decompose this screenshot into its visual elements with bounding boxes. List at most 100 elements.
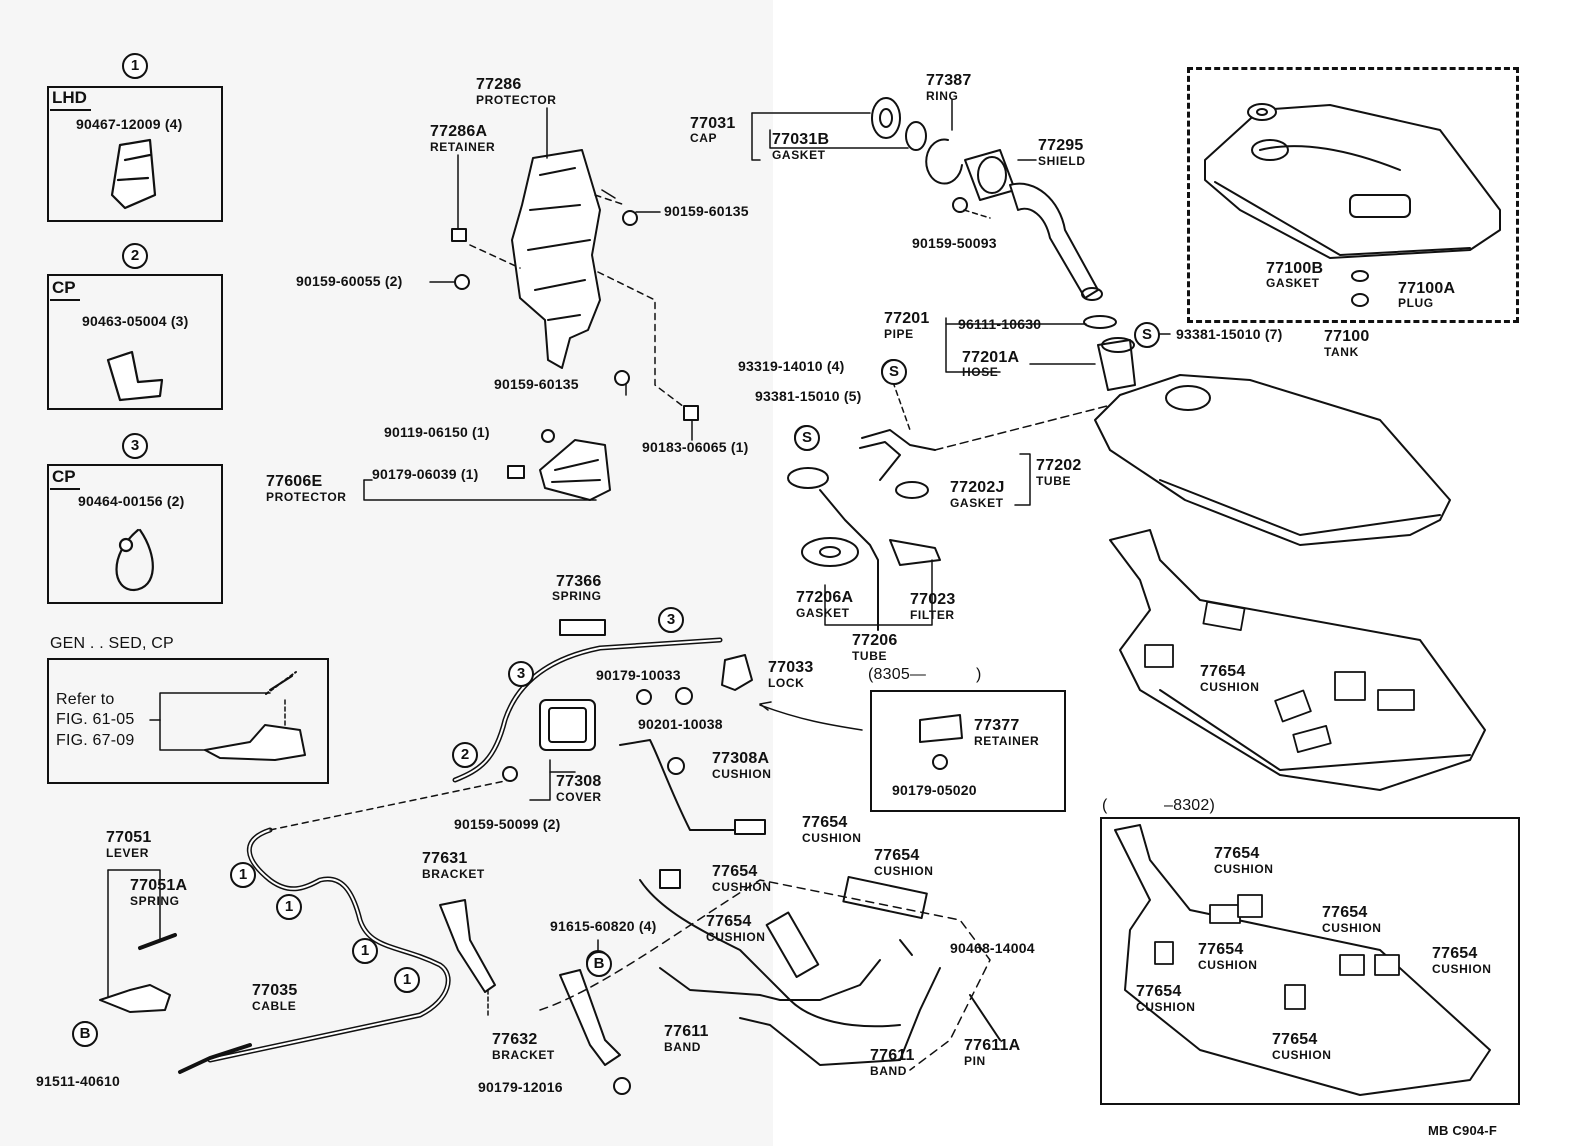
b-marker-lever: B xyxy=(72,1021,98,1047)
cushion-2-num: 77654 xyxy=(712,863,758,880)
part-93319-14010: 93319-14010 (4) xyxy=(738,358,845,374)
part-77632-num: 77632 xyxy=(492,1031,538,1048)
cushion-7-name: CUSHION xyxy=(1322,921,1382,935)
part-77308A-name: CUSHION xyxy=(712,767,772,781)
part-77286A-name: RETAINER xyxy=(430,140,496,154)
circle-1-b: 1 xyxy=(276,894,302,920)
part-77202-num: 77202 xyxy=(1036,457,1082,474)
cushion-3-num: 77654 xyxy=(874,847,920,864)
cushion-1-name: CUSHION xyxy=(802,831,862,845)
cushion-4-name: CUSHION xyxy=(706,930,766,944)
part-77295-num: 77295 xyxy=(1038,137,1084,154)
part-77611-band-a-name: BAND xyxy=(664,1040,702,1054)
part-90159-60055: 90159-60055 (2) xyxy=(296,273,403,289)
part-77377-num: 77377 xyxy=(974,717,1020,734)
gen-box-title: GEN . . SED, CP xyxy=(50,635,174,652)
part-77100A-num: 77100A xyxy=(1398,280,1456,297)
part-77201-name: PIPE xyxy=(884,327,914,341)
inset-2-header: CP xyxy=(50,278,80,301)
cable-end-drawing xyxy=(178,779,511,1074)
lower-right-skid-drawing xyxy=(1114,824,1491,1096)
s-marker-gasket: S xyxy=(794,425,820,451)
part-77035-num: 77035 xyxy=(252,982,298,999)
part-77366-name: SPRING xyxy=(552,589,602,603)
part-77033-num: 77033 xyxy=(768,659,814,676)
inset-3-header: CP xyxy=(50,467,80,490)
date-label-8302-open: ( xyxy=(1102,797,1108,814)
part-77100A-name: PLUG xyxy=(1398,296,1434,310)
part-77286-name: PROTECTOR xyxy=(476,93,557,107)
part-77295-name: SHIELD xyxy=(1038,154,1086,168)
part-77201A-num: 77201A xyxy=(962,349,1020,366)
inset-3-box xyxy=(47,464,223,604)
part-77631-name: BRACKET xyxy=(422,867,485,881)
part-90468-14004: 90468-14004 xyxy=(950,940,1035,956)
part-77023-num: 77023 xyxy=(910,591,956,608)
part-91511-40610: 91511-40610 xyxy=(36,1073,120,1089)
part-77387-name: RING xyxy=(926,89,959,103)
cushion-11-num: 77654 xyxy=(1272,1031,1318,1048)
part-77051A-num: 77051A xyxy=(130,877,188,894)
inset-1-header: LHD xyxy=(50,88,91,111)
inset-2-part: 90463-05004 (3) xyxy=(82,313,189,329)
cushion-11-name: CUSHION xyxy=(1272,1048,1332,1062)
part-77206A-num: 77206A xyxy=(796,589,854,606)
part-90179-10033: 90179-10033 xyxy=(596,667,681,683)
protector-bracket-lines xyxy=(363,479,597,501)
cushion-5-name: CUSHION xyxy=(1200,680,1260,694)
part-77606E-name: PROTECTOR xyxy=(266,490,347,504)
b-marker-bracket: B xyxy=(586,951,612,977)
part-77611A-num: 77611A xyxy=(964,1037,1021,1054)
part-77100B-num: 77100B xyxy=(1266,260,1324,277)
part-77202-name: TUBE xyxy=(1036,474,1072,488)
circle-2-cable: 2 xyxy=(452,742,478,768)
part-90119-06150: 90119-06150 (1) xyxy=(384,424,490,440)
cushion-6-name: CUSHION xyxy=(1214,862,1274,876)
part-77606E-num: 77606E xyxy=(266,473,323,490)
part-77033-name: LOCK xyxy=(768,676,805,690)
part-90201-10038: 90201-10038 xyxy=(638,716,723,732)
inset-1-part: 90467-12009 (4) xyxy=(76,116,183,132)
date-box-8302 xyxy=(1100,817,1520,1105)
protector-77606E-drawing xyxy=(507,439,611,501)
part-77206A-name: GASKET xyxy=(796,606,850,620)
cushion-3-name: CUSHION xyxy=(874,864,934,878)
part-77202J-num: 77202J xyxy=(950,479,1005,496)
part-90179-12016: 90179-12016 xyxy=(478,1079,563,1095)
date-label-8305-close: ) xyxy=(976,666,982,683)
part-77031-num: 77031 xyxy=(690,115,736,132)
part-93381-15010-7: 93381-15010 (7) xyxy=(1176,326,1283,342)
part-77031B-name: GASKET xyxy=(772,148,826,162)
gen-box-parts xyxy=(149,671,306,761)
part-77611-band-b-name: BAND xyxy=(870,1064,908,1078)
release-cable-inner xyxy=(454,639,721,781)
cushion-8-num: 77654 xyxy=(1198,941,1244,958)
part-77611-band-a-num: 77611 xyxy=(664,1023,709,1040)
band-77611-drawing xyxy=(619,739,1001,1066)
circle-1-a: 1 xyxy=(230,862,256,888)
part-77202J-name: GASKET xyxy=(950,496,1004,510)
part-90179-06039: 90179-06039 (1) xyxy=(372,466,479,482)
filler-pipe-drawing xyxy=(952,182,1136,391)
part-77387-num: 77387 xyxy=(926,72,972,89)
part-77051A-name: SPRING xyxy=(130,894,180,908)
bracket-77631-drawing xyxy=(439,899,496,1016)
part-77611A-name: PIN xyxy=(964,1054,986,1068)
inset-3-circle: 3 xyxy=(122,433,148,459)
cushion-10-num: 77654 xyxy=(1136,983,1182,1000)
tank-skid-plate-drawing xyxy=(1109,529,1486,791)
clip-icons xyxy=(106,138,164,592)
gen-box-fig1: FIG. 61-05 xyxy=(56,711,135,728)
part-77631-num: 77631 xyxy=(422,850,468,867)
part-77100-num: 77100 xyxy=(1324,328,1370,345)
part-90159-50099: 90159-50099 (2) xyxy=(454,816,561,832)
circle-3-cable-top: 3 xyxy=(658,607,684,633)
tube-77206-drawing xyxy=(787,425,941,631)
bolt-icons xyxy=(454,210,699,443)
cushion-8-name: CUSHION xyxy=(1198,958,1258,972)
cushion-1-num: 77654 xyxy=(802,814,848,831)
lock-cover-drawing xyxy=(502,619,863,801)
filler-cap-drawing xyxy=(871,97,1016,201)
part-77366-num: 77366 xyxy=(556,573,602,590)
